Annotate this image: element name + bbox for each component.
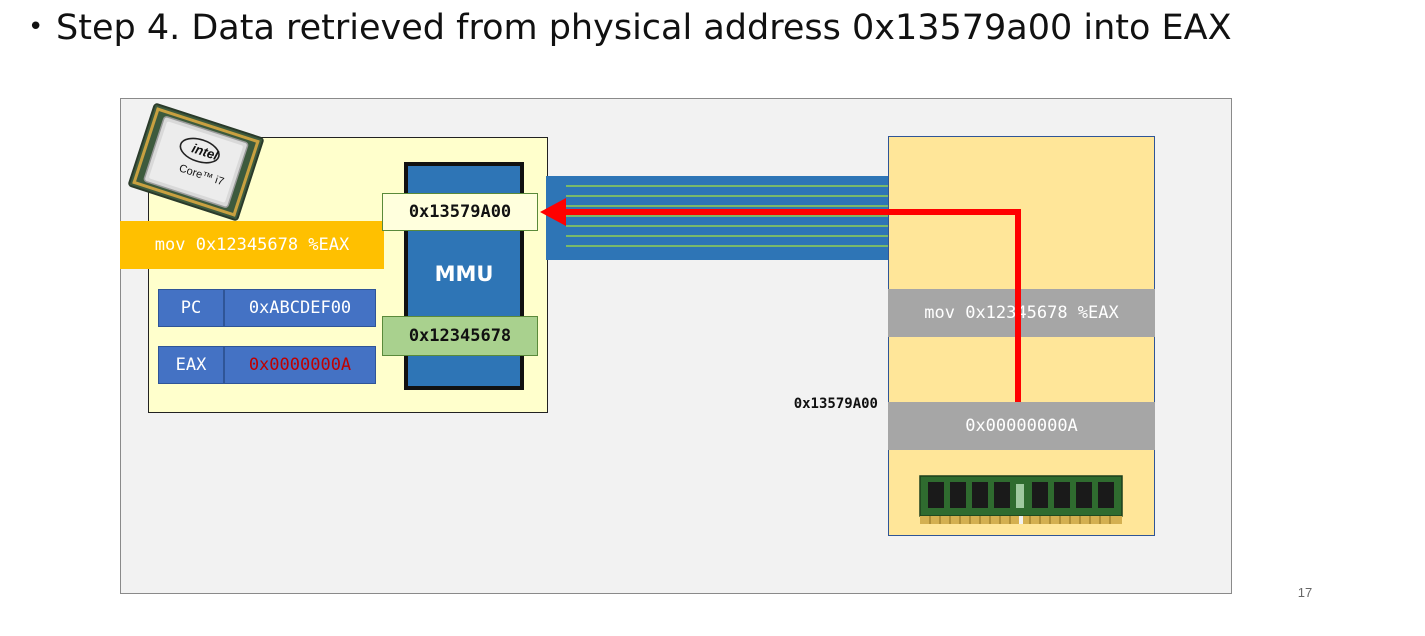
physical-address-box: 0x13579A00 — [382, 193, 538, 231]
mmu-label: MMU — [434, 262, 494, 286]
virtual-address-box: 0x12345678 — [382, 316, 538, 356]
memory-address-label: 0x13579A00 — [793, 396, 878, 412]
register-name-pc: PC — [158, 289, 224, 327]
memory-instruction-row: mov 0x12345678 %EAX — [888, 289, 1155, 337]
bullet-icon: • — [28, 12, 44, 42]
bus-lines — [566, 185, 890, 247]
slide-title: • Step 4. Data retrieved from physical ad… — [28, 8, 1418, 60]
memory-data-row: 0x00000000A — [888, 402, 1155, 450]
register-value-eax: 0x0000000A — [224, 346, 376, 384]
memory-bus — [546, 176, 890, 260]
register-value-pc: 0xABCDEF00 — [224, 289, 376, 327]
intel-cpu-icon: intel Core™ i7 — [128, 103, 264, 221]
slide-title-text: Step 4. Data retrieved from physical add… — [56, 8, 1232, 48]
ram-module-icon — [919, 475, 1123, 524]
current-instruction: mov 0x12345678 %EAX — [120, 221, 384, 269]
page-number: 17 — [1297, 585, 1313, 600]
register-name-eax: EAX — [158, 346, 224, 384]
